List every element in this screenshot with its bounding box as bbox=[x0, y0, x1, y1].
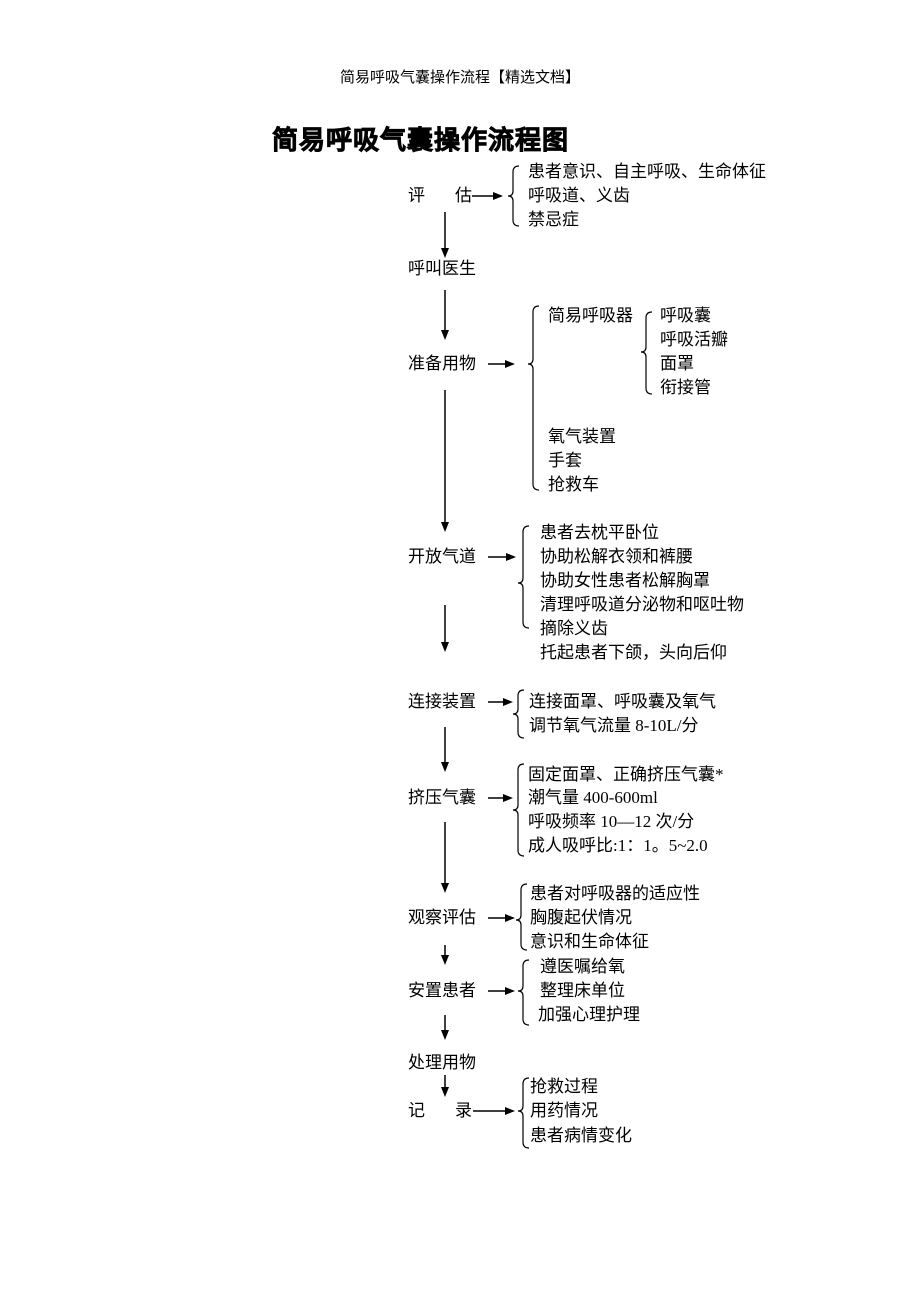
step-label-assess: 估 bbox=[455, 186, 472, 205]
right-arrowhead-icon bbox=[493, 192, 503, 200]
airway-item: 患者去枕平卧位 bbox=[540, 523, 659, 542]
settle-item: 遵医嘱给氧 bbox=[540, 957, 625, 976]
step-label-call: 呼叫医生 bbox=[408, 259, 476, 278]
down-arrowhead-icon bbox=[441, 248, 449, 258]
curly-brace-icon bbox=[640, 311, 653, 395]
step-label-record: 记 bbox=[408, 1101, 425, 1120]
curly-brace-icon bbox=[507, 165, 520, 227]
connect-item: 调节氧气流量 8-10L/分 bbox=[529, 716, 699, 735]
connect-item: 连接面罩、呼吸囊及氧气 bbox=[529, 692, 716, 711]
prepare-item-resuscitator: 简易呼吸器 bbox=[548, 306, 633, 325]
prepare-item: 抢救车 bbox=[548, 475, 599, 494]
squeeze-item: 呼吸频率 10—12 次/分 bbox=[528, 812, 695, 831]
step-label-settle: 安置患者 bbox=[408, 981, 476, 1000]
resuscitator-part: 呼吸活瓣 bbox=[660, 330, 728, 349]
right-arrowhead-icon bbox=[503, 698, 513, 706]
airway-item: 清理呼吸道分泌物和呕吐物 bbox=[540, 595, 744, 614]
down-arrowhead-icon bbox=[441, 522, 449, 532]
down-arrowhead-icon bbox=[441, 762, 449, 772]
step-label-dispose: 处理用物 bbox=[408, 1053, 476, 1072]
prepare-item: 氧气装置 bbox=[548, 427, 616, 446]
airway-item: 协助松解衣领和裤腰 bbox=[540, 547, 693, 566]
down-arrowhead-icon bbox=[441, 1030, 449, 1040]
assess-item: 禁忌症 bbox=[528, 210, 579, 229]
curly-brace-icon bbox=[517, 1077, 530, 1149]
page-header: 简易呼吸气囊操作流程【精选文档】 bbox=[339, 70, 580, 86]
resuscitator-part: 呼吸囊 bbox=[660, 306, 711, 325]
down-arrowhead-icon bbox=[441, 955, 449, 965]
squeeze-item: 固定面罩、正确挤压气囊* bbox=[528, 765, 724, 784]
right-arrowhead-icon bbox=[505, 914, 515, 922]
curly-brace-icon bbox=[515, 883, 528, 951]
assess-item: 呼吸道、义齿 bbox=[528, 186, 630, 205]
observe-item: 意识和生命体征 bbox=[530, 932, 649, 951]
step-label-prepare: 准备用物 bbox=[408, 354, 476, 373]
step-label-assess: 评 bbox=[408, 186, 425, 205]
step-label-squeeze: 挤压气囊 bbox=[408, 788, 476, 807]
settle-item: 加强心理护理 bbox=[538, 1005, 640, 1024]
step-label-connect: 连接装置 bbox=[408, 692, 476, 711]
airway-item: 托起患者下颌，头向后仰 bbox=[540, 643, 727, 662]
right-arrowhead-icon bbox=[503, 794, 513, 802]
down-arrowhead-icon bbox=[441, 883, 449, 893]
curly-brace-icon bbox=[517, 525, 530, 629]
observe-item: 胸腹起伏情况 bbox=[530, 908, 632, 927]
airway-item: 摘除义齿 bbox=[540, 619, 608, 638]
resuscitator-part: 衔接管 bbox=[660, 378, 711, 397]
record-item: 用药情况 bbox=[530, 1101, 598, 1120]
curly-brace-icon bbox=[527, 305, 540, 491]
record-item: 抢救过程 bbox=[530, 1077, 598, 1096]
right-arrowhead-icon bbox=[505, 1107, 515, 1115]
resuscitator-part: 面罩 bbox=[660, 354, 694, 373]
assess-item: 患者意识、自主呼吸、生命体征 bbox=[528, 162, 766, 181]
curly-brace-icon bbox=[517, 959, 530, 1026]
prepare-item: 手套 bbox=[548, 451, 582, 470]
curly-brace-icon bbox=[512, 689, 525, 739]
down-arrowhead-icon bbox=[441, 1087, 449, 1097]
down-arrowhead-icon bbox=[441, 642, 449, 652]
airway-item: 协助女性患者松解胸罩 bbox=[540, 571, 710, 590]
squeeze-item: 成人吸呼比:1：1。5~2.0 bbox=[528, 836, 708, 855]
squeeze-item: 潮气量 400-600ml bbox=[528, 788, 658, 807]
document-title: 简易呼吸气囊操作流程图 bbox=[272, 126, 570, 156]
right-arrowhead-icon bbox=[506, 553, 516, 561]
step-label-observe: 观察评估 bbox=[408, 908, 476, 927]
settle-item: 整理床单位 bbox=[540, 981, 625, 1000]
right-arrowhead-icon bbox=[505, 360, 515, 368]
step-label-record: 录 bbox=[455, 1101, 472, 1120]
right-arrowhead-icon bbox=[505, 987, 515, 995]
curly-brace-icon bbox=[512, 763, 525, 857]
observe-item: 患者对呼吸器的适应性 bbox=[530, 884, 700, 903]
down-arrowhead-icon bbox=[441, 330, 449, 340]
record-item: 患者病情变化 bbox=[530, 1126, 632, 1145]
step-label-airway: 开放气道 bbox=[408, 547, 476, 566]
